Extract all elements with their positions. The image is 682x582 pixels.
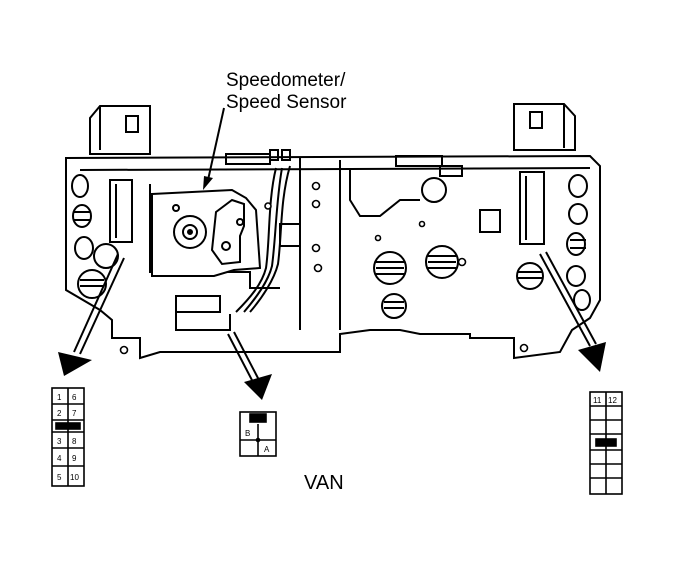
gauge-opening-center [373,251,407,285]
left-pin-5: 5 [57,473,62,482]
arrow-left-connector [58,253,125,376]
screw-heads [119,181,529,355]
left-pin-8: 8 [72,437,77,446]
right-pin-11: 11 [593,396,602,405]
center-pin-a: A [264,445,270,454]
speed-sensor-plate [151,188,262,277]
left-mounting-bracket [89,105,151,155]
arrow-center-connector [227,331,272,400]
right-pin-12: 12 [608,396,617,405]
vehicle-label: VAN [304,472,344,494]
top-strip-right [395,155,443,167]
callout-line-1: Speedometer/ [226,70,346,91]
left-pin-7: 7 [72,409,77,418]
arrow-right-connector [539,251,606,372]
left-pin-4: 4 [57,454,62,463]
callout-line-2: Speed Sensor [226,92,347,113]
center-pin-b: B [245,429,250,438]
left-pin-2: 2 [57,409,62,418]
left-pin-9: 9 [72,454,77,463]
right-connector-pinout [589,391,623,495]
left-connector-socket [109,179,133,243]
speed-sensor-callout: Speedometer/ Speed Sensor [226,70,346,114]
left-pin-6: 6 [72,393,77,402]
right-connector-socket [519,171,545,245]
right-mounting-bracket [513,103,576,151]
sensor-wiring-harness [175,149,291,331]
left-pin-3: 3 [57,437,62,446]
left-pin-1: 1 [57,393,62,402]
center-connector-pinout [239,411,277,457]
left-pin-10: 10 [70,473,79,482]
callout-leader [203,107,225,190]
left-connector-pinout [51,387,85,487]
